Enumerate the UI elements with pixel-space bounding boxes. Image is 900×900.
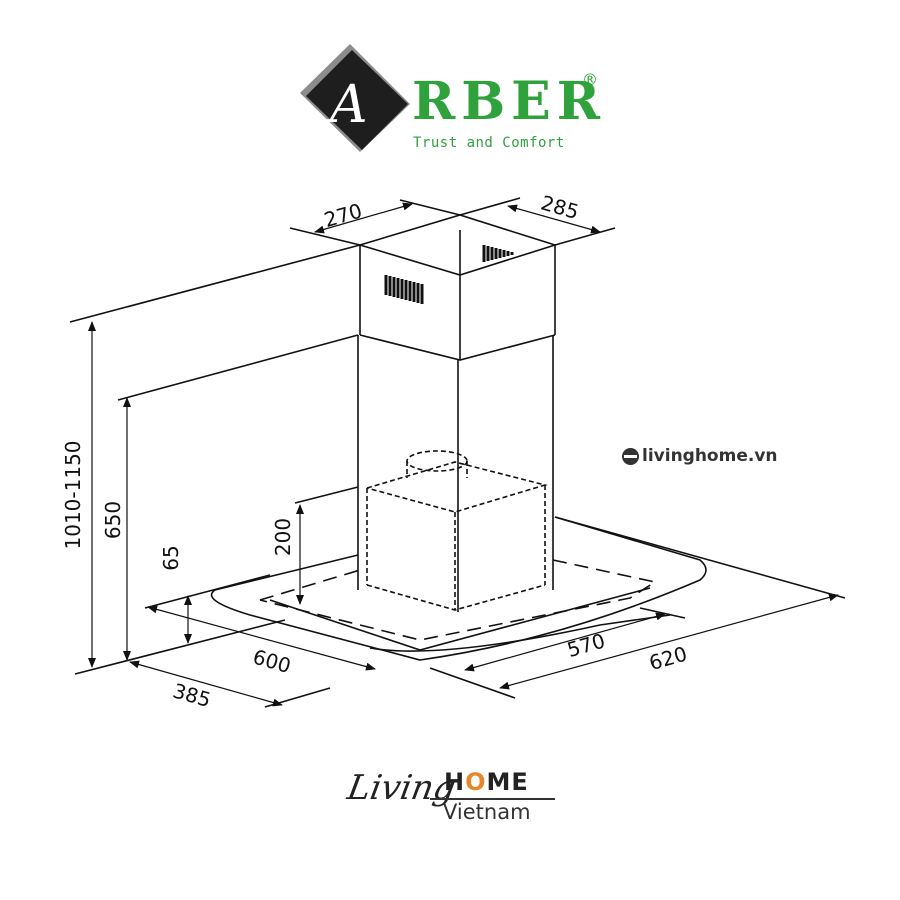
label-chimney-width: 270 (321, 198, 364, 232)
dim-line-620 (499, 593, 839, 690)
livinghome-logo-icon (622, 447, 639, 465)
logo-home: HOME (444, 768, 529, 796)
label-glass-thickness: 65 (159, 545, 183, 570)
dim-line-385 (129, 660, 283, 707)
label-inner-depth: 570 (564, 628, 607, 662)
dim-line-270 (314, 202, 413, 234)
label-chimney-lower-height: 650 (101, 501, 125, 539)
svg-text:A: A (326, 75, 368, 135)
registered-mark: ® (582, 70, 598, 89)
label-chimney-depth: 285 (538, 190, 581, 224)
livinghome-watermark: livinghome.vn (622, 446, 778, 466)
dim-line-285 (507, 204, 601, 234)
dim-line-600 (147, 605, 376, 671)
logo-country: Vietnam (443, 800, 531, 824)
brand-tagline: Trust and Comfort (413, 135, 565, 151)
logo-divider (430, 798, 555, 800)
watermark-text: livinghome.vn (642, 446, 778, 466)
motor-box-outline (366, 450, 548, 611)
arber-logo: A RBER ® Trust and Comfort (0, 0, 900, 170)
logo-script-living: Living (344, 768, 459, 808)
living-home-vietnam-logo: Living HOME Vietnam (340, 758, 570, 848)
vent-slots-icon (384, 245, 514, 304)
label-inner-width: 600 (250, 644, 293, 678)
label-total-height: 1010-1150 (61, 440, 85, 549)
chimney-top-outline (359, 214, 558, 276)
arber-logo-mark-icon: A (300, 44, 410, 152)
label-motor-height: 200 (271, 518, 295, 556)
brand-name: RBER (412, 71, 607, 132)
